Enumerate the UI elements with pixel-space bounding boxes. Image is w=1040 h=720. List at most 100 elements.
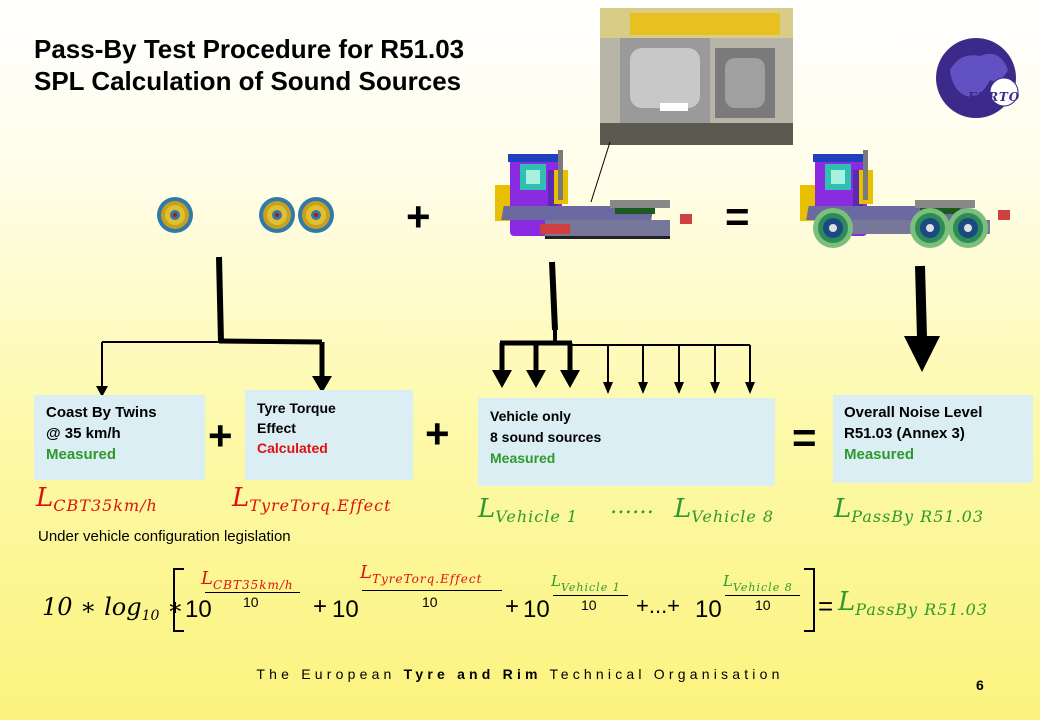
overall-arrow	[904, 265, 940, 372]
equals-operator-boxes: =	[792, 414, 817, 461]
page-number: 6	[976, 677, 984, 693]
formula-vehicle-1-fraction-line	[553, 595, 628, 596]
formula-vehicle-8-denominator: 10	[755, 597, 771, 613]
symbol-l-torque-main: L	[232, 483, 250, 513]
vehicle-only-status: Measured	[490, 450, 556, 466]
tyre-torque-line-2: Effect	[257, 420, 296, 436]
twin-tyre-icon	[259, 197, 334, 233]
formula-cbt-denominator: 10	[243, 594, 259, 610]
formula-term-vehicle-8-ten: 10	[695, 596, 722, 623]
formula-vehicle-8-sub: Vehicle 8	[732, 581, 793, 594]
formula-vehicle-8-fraction-line	[725, 595, 800, 596]
arrow-to-coast-box	[96, 386, 108, 397]
photo-callout-line	[590, 141, 611, 203]
formula-vehicle-1-L: L	[551, 572, 561, 590]
formula-term-torque-ten: 10	[332, 596, 359, 623]
overall-noise-box: Overall Noise Level R51.03 (Annex 3) Mea…	[833, 395, 1033, 483]
formula-term-cbt: 10 LCBT35km/h 10	[185, 568, 310, 630]
plus-operator-top: +	[406, 193, 431, 240]
formula-vehicle-1-sub: Vehicle 1	[560, 581, 621, 594]
formula-term-torque: 10 LTyreTorq.Effect 10	[332, 562, 512, 630]
formula-result: LPassBy R51.03	[838, 587, 988, 619]
symbol-l-vehicle-1-sub: Vehicle 1	[495, 507, 579, 526]
symbol-l-vehicle-8: LVehicle 8	[674, 494, 774, 526]
truck-with-tyres-icon	[800, 150, 1010, 248]
formula-term-vehicle-1-ten: 10	[523, 596, 550, 623]
formula-left-bracket	[173, 568, 184, 632]
footer-organisation: The European Tyre and Rim Technical Orga…	[0, 666, 1040, 682]
overall-noise-line-1: Overall Noise Level	[844, 404, 983, 421]
formula-result-sub: PassBy R51.03	[855, 600, 989, 619]
plus-operator-1: +	[208, 412, 233, 459]
vehicle-only-line-2: 8 sound sources	[490, 429, 602, 445]
coast-by-box: Coast By Twins @ 35 km/h Measured	[34, 395, 205, 480]
title-line-2: SPL Calculation of Sound Sources	[34, 66, 462, 96]
formula-prefix: 10 ∗ log10 ∗	[42, 593, 183, 624]
symbol-l-torque: LTyreTorq.Effect	[232, 483, 392, 515]
etrto-logo-graphic	[936, 38, 1019, 118]
formula-vehicle-8-L: L	[723, 572, 733, 590]
truck-photo	[600, 8, 793, 145]
formula-cbt-sub: CBT35km/h	[212, 578, 294, 592]
formula-term-vehicle-8: 10 LVehicle 8 10	[695, 570, 805, 630]
formula-result-L: L	[838, 587, 856, 617]
formula-equals: =	[818, 591, 834, 621]
formula-term-vehicle-8-exp: LVehicle 8	[723, 572, 793, 594]
formula-term-vehicle-1: 10 LVehicle 1 10	[523, 570, 633, 630]
legislation-note: Under vehicle configuration legislation	[38, 528, 291, 545]
footer-part-1: The European	[256, 666, 404, 682]
formula-term-cbt-ten: 10	[185, 596, 212, 623]
formula-star: ∗	[159, 593, 184, 621]
formula-vehicle-1-denominator: 10	[581, 597, 597, 613]
symbol-l-vehicle-1-main: L	[478, 494, 496, 524]
truck-without-tyres-icon	[495, 150, 692, 239]
formula-term-vehicle-1-exp: LVehicle 1	[551, 572, 621, 594]
coast-by-line-1: Coast By Twins	[46, 404, 157, 421]
etrto-logo: ETRTO	[930, 30, 1026, 126]
symbol-l-torque-sub: TyreTorq.Effect	[249, 496, 392, 515]
arrow-to-torque-box	[312, 376, 332, 393]
vehicle-source-arrowheads	[492, 370, 755, 394]
formula-torque-sub: TyreTorq.Effect	[371, 572, 483, 586]
vehicle-only-line-1: Vehicle only	[490, 408, 571, 424]
coast-by-status: Measured	[46, 446, 117, 463]
symbol-l-vehicle-8-main: L	[674, 494, 692, 524]
formula-log-base: 10	[141, 608, 160, 624]
symbol-l-passby: LPassBy R51.03	[834, 494, 984, 526]
formula-cbt-L: L	[201, 568, 213, 589]
formula: 10 ∗ log10 ∗ 10 LCBT35km/h 10 + 10 LTyre…	[30, 562, 1010, 645]
truck-photo-illustration	[600, 8, 793, 145]
vehicle-only-box: Vehicle only 8 sound sources Measured	[478, 398, 775, 486]
tyre-torque-line-1: Tyre Torque	[257, 400, 336, 416]
symbol-l-cbt-main: L	[36, 483, 54, 513]
symbol-l-cbt-sub: CBT35km/h	[53, 496, 158, 515]
etrto-logo-text: ETRTO	[968, 90, 1021, 104]
title-line-1: Pass-By Test Procedure for R51.03	[34, 34, 465, 64]
formula-plus-1: +	[313, 593, 328, 620]
single-tyre-icon	[157, 197, 193, 233]
formula-ellipsis: +...+	[636, 593, 681, 618]
symbol-l-passby-sub: PassBy R51.03	[851, 507, 985, 526]
formula-torque-denominator: 10	[422, 594, 438, 610]
formula-plus-2: +	[505, 593, 520, 620]
coast-by-line-2: @ 35 km/h	[46, 425, 121, 442]
vehicle-source-connector	[499, 261, 751, 384]
footer-part-3: Technical Organisation	[541, 666, 784, 682]
symbol-l-passby-main: L	[834, 494, 852, 524]
symbol-l-vehicle-8-sub: Vehicle 8	[691, 507, 775, 526]
formula-cbt-fraction-line	[205, 592, 300, 593]
tyre-torque-box: Tyre Torque Effect Calculated	[245, 390, 413, 480]
symbol-dots: ……	[610, 494, 654, 519]
overall-noise-status: Measured	[844, 446, 915, 463]
tyre-source-connector	[101, 256, 325, 388]
page-title: Pass-By Test Procedure for R51.03 SPL Ca…	[34, 33, 464, 97]
formula-torque-fraction-line	[362, 590, 502, 591]
overall-noise-line-2: R51.03 (Annex 3)	[844, 425, 965, 442]
symbol-l-cbt: LCBT35km/h	[36, 483, 158, 515]
formula-right-bracket	[804, 568, 815, 632]
tyre-torque-status: Calculated	[257, 440, 328, 456]
footer-part-2: Tyre and Rim	[403, 666, 542, 682]
equals-operator-top: =	[725, 193, 750, 240]
formula-term-torque-exp: LTyreTorq.Effect	[360, 562, 482, 586]
